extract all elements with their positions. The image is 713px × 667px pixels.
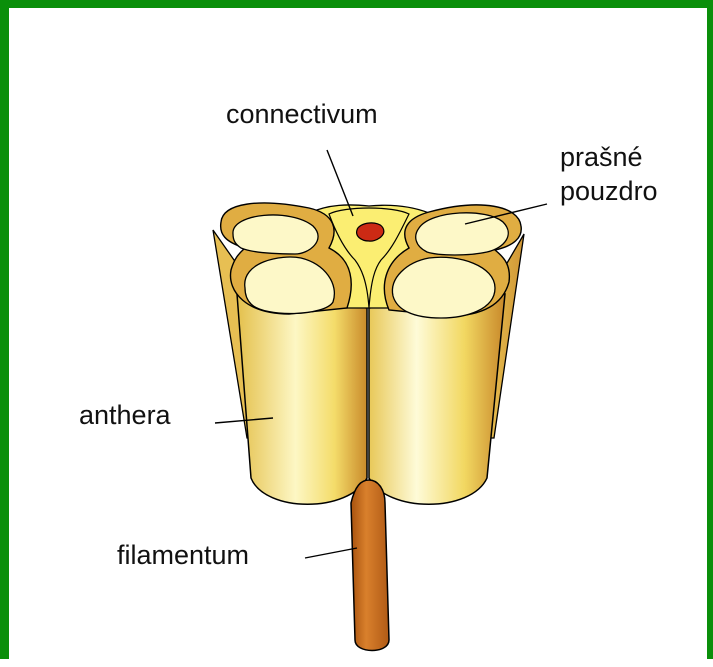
label-filamentum: filamentum — [117, 539, 249, 571]
leader-line-filamentum — [305, 548, 357, 558]
label-anthera: anthera — [79, 399, 171, 431]
label-connectivum: connectivum — [226, 98, 378, 130]
vascular-bundle — [357, 223, 384, 241]
label-pouzdro: pouzdro — [560, 175, 658, 207]
filamentum-stalk — [351, 480, 389, 651]
anthera-left-lobe — [237, 294, 367, 504]
label-prasne: prašné — [560, 141, 643, 173]
anthera-right-lobe — [369, 294, 505, 504]
